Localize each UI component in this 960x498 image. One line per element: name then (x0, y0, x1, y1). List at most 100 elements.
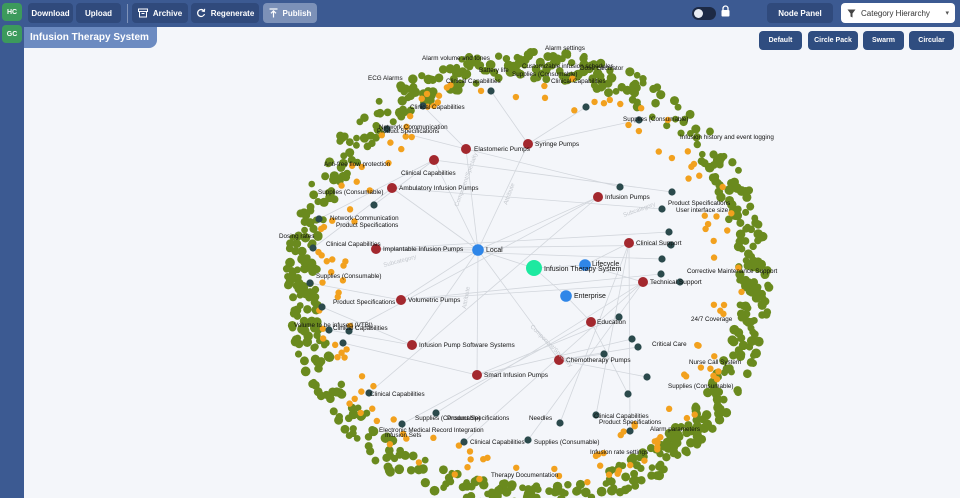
group-node[interactable] (398, 420, 406, 428)
leaf-node[interactable] (721, 408, 732, 418)
leaf-node[interactable] (308, 291, 318, 300)
leaf-node[interactable] (700, 159, 709, 168)
leaf-node[interactable] (761, 297, 770, 306)
leaf-node[interactable] (340, 424, 350, 434)
leaf-node[interactable] (514, 67, 522, 76)
leaf-node[interactable] (633, 476, 641, 484)
hc-button[interactable]: HC (2, 3, 22, 21)
leaf-node[interactable] (294, 280, 301, 288)
leaf-node[interactable] (321, 172, 330, 181)
hierarchy-select[interactable]: Category Hierarchy ▾ (841, 3, 955, 23)
leaf-node[interactable] (329, 407, 338, 416)
attribute-node[interactable] (711, 353, 718, 360)
attribute-node[interactable] (329, 256, 336, 263)
attribute-node[interactable] (387, 139, 394, 146)
leaf-node[interactable] (341, 173, 351, 182)
leaf-node[interactable] (418, 72, 426, 80)
leaf-node[interactable] (656, 460, 665, 469)
leaf-node[interactable] (383, 108, 392, 117)
attribute-node[interactable] (386, 441, 394, 448)
group-node[interactable] (615, 313, 623, 321)
leaf-node[interactable] (480, 66, 488, 75)
attribute-node[interactable] (358, 163, 366, 171)
leaf-node[interactable] (729, 351, 738, 360)
leaf-node[interactable] (747, 324, 755, 332)
attribute-node[interactable] (625, 121, 632, 129)
leaf-node[interactable] (336, 137, 344, 145)
leaf-node[interactable] (742, 192, 752, 202)
group-node[interactable] (635, 116, 643, 124)
attribute-node[interactable] (617, 100, 624, 108)
attribute-node[interactable] (668, 154, 676, 162)
attribute-node[interactable] (605, 471, 613, 478)
leaf-node[interactable] (484, 490, 491, 498)
group-node[interactable] (668, 188, 676, 196)
attribute-node[interactable] (631, 423, 638, 430)
attribute-node[interactable] (418, 95, 425, 102)
leaf-node[interactable] (737, 334, 746, 343)
attribute-node[interactable] (339, 277, 347, 284)
group-node[interactable] (419, 102, 427, 110)
leaf-node[interactable] (284, 272, 292, 281)
leaf-node[interactable] (312, 343, 319, 351)
leaf-node[interactable] (714, 415, 725, 425)
attribute-node[interactable] (430, 102, 437, 110)
category-node[interactable] (554, 355, 564, 365)
group-node[interactable] (600, 350, 608, 358)
leaf-node[interactable] (303, 305, 312, 314)
group-node[interactable] (634, 343, 642, 351)
leaf-node[interactable] (654, 470, 665, 481)
leaf-node[interactable] (764, 281, 772, 290)
leaf-node[interactable] (563, 49, 572, 58)
leaf-node[interactable] (354, 404, 362, 412)
category-node[interactable] (586, 317, 596, 327)
attribute-node[interactable] (466, 448, 474, 455)
attribute-node[interactable] (512, 93, 520, 101)
leaf-node[interactable] (296, 302, 304, 310)
attribute-node[interactable] (555, 472, 563, 480)
lock-icon[interactable] (721, 5, 730, 17)
attribute-node[interactable] (317, 225, 325, 233)
attribute-node[interactable] (641, 457, 648, 464)
leaf-node[interactable] (294, 231, 304, 241)
leaf-node[interactable] (735, 229, 746, 239)
leaf-node[interactable] (306, 265, 314, 272)
leaf-node[interactable] (649, 84, 658, 94)
group-node[interactable] (624, 390, 632, 398)
leaf-node[interactable] (589, 76, 597, 84)
network-graph[interactable]: Infusion Therapy SystemLocalLifecycleEnt… (24, 27, 960, 498)
leaf-node[interactable] (375, 108, 385, 118)
leaf-node[interactable] (300, 264, 310, 274)
leaf-node[interactable] (493, 491, 502, 498)
gc-button[interactable]: GC (2, 25, 22, 43)
attribute-node[interactable] (735, 264, 742, 271)
leaf-node[interactable] (677, 129, 685, 137)
leaf-node[interactable] (380, 433, 391, 443)
leaf-node[interactable] (604, 79, 613, 88)
leaf-node[interactable] (467, 482, 476, 491)
leaf-node[interactable] (671, 115, 679, 123)
leaf-node[interactable] (683, 448, 691, 457)
leaf-node[interactable] (479, 480, 489, 490)
attribute-node[interactable] (358, 388, 365, 395)
leaf-node[interactable] (356, 118, 364, 126)
attribute-node[interactable] (403, 435, 410, 442)
leaf-node[interactable] (394, 464, 405, 475)
leaf-node[interactable] (524, 485, 533, 494)
attribute-node[interactable] (690, 160, 698, 168)
attribute-node[interactable] (366, 187, 373, 194)
leaf-node[interactable] (519, 484, 526, 492)
leaf-node[interactable] (648, 113, 656, 121)
attribute-node[interactable] (720, 301, 728, 309)
attribute-node[interactable] (637, 104, 645, 112)
attribute-node[interactable] (447, 81, 454, 89)
scope-node[interactable] (579, 259, 591, 271)
leaf-node[interactable] (408, 451, 418, 461)
attribute-node[interactable] (358, 373, 366, 380)
attribute-node[interactable] (403, 123, 410, 131)
attribute-node[interactable] (655, 148, 662, 155)
leaf-node[interactable] (708, 424, 717, 433)
leaf-node[interactable] (755, 261, 765, 271)
leaf-node[interactable] (615, 461, 623, 469)
leaf-node[interactable] (516, 55, 525, 64)
